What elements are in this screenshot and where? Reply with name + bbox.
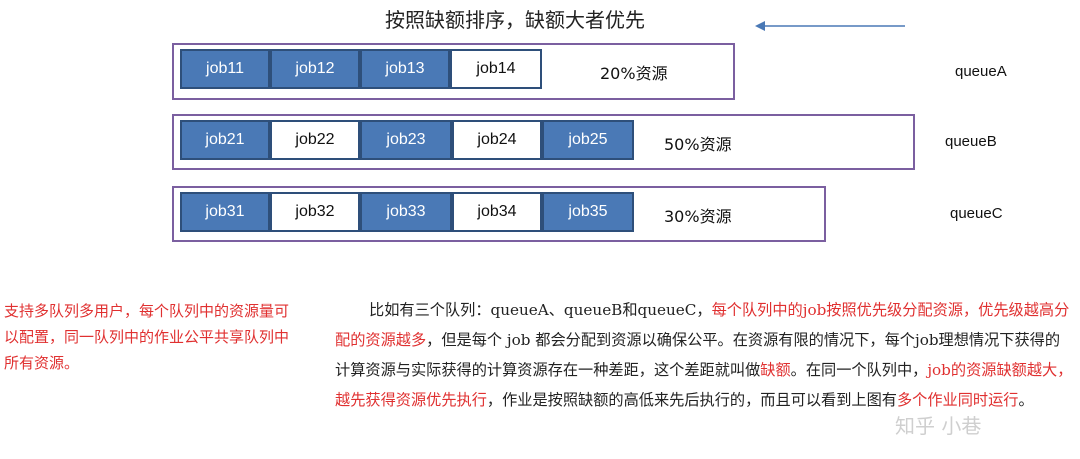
resource-share-label: 30%资源 bbox=[664, 207, 732, 226]
job-cell: job31 bbox=[180, 192, 270, 232]
job-cell: job13 bbox=[360, 49, 450, 89]
left-arrow-icon bbox=[755, 21, 905, 31]
job-cell: job12 bbox=[270, 49, 360, 89]
job-cell: job33 bbox=[360, 192, 452, 232]
side-note: 支持多队列多用户，每个队列中的资源量可以配置，同一队列中的作业公平共享队列中所有… bbox=[4, 302, 290, 372]
job-cell: job35 bbox=[542, 192, 634, 232]
queue-c-box: job31 job32 job33 job34 job35 30%资源 bbox=[172, 186, 826, 242]
queue-a-box: job11 job12 job13 job14 20%资源 bbox=[172, 43, 735, 100]
para-highlight: job的资源缺额越大，越先获得资源优先执行 bbox=[335, 361, 1073, 409]
queue-name-label: queueC bbox=[950, 205, 1003, 222]
job-cell: job24 bbox=[452, 120, 542, 160]
diagram-title: 按照缺额排序，缺额大者优先 bbox=[385, 8, 645, 32]
queue-name-label: queueB bbox=[945, 133, 997, 150]
job-cell: job11 bbox=[180, 49, 270, 89]
job-cell: job22 bbox=[270, 120, 360, 160]
resource-share-label: 50%资源 bbox=[664, 135, 732, 154]
job-cell: job23 bbox=[360, 120, 452, 160]
para-text: 。在同一个队列中， bbox=[790, 361, 928, 379]
watermark: 知乎 小巷 bbox=[895, 414, 982, 438]
job-cell: job14 bbox=[450, 49, 542, 89]
job-cell: job34 bbox=[452, 192, 542, 232]
para-text: 。 bbox=[1018, 391, 1034, 409]
job-cell: job25 bbox=[542, 120, 634, 160]
queue-b-box: job21 job22 job23 job24 job25 50%资源 bbox=[172, 114, 915, 170]
description-paragraph: 比如有三个队列：queueA、queueB和queueC，每个队列中的job按照… bbox=[335, 295, 1075, 415]
job-cell: job32 bbox=[270, 192, 360, 232]
resource-share-label: 20%资源 bbox=[600, 64, 668, 83]
para-highlight: 缺额 bbox=[760, 361, 791, 379]
para-text: 比如有三个队列：queueA、queueB和queueC， bbox=[369, 301, 712, 319]
para-highlight: 多个作业同时运行 bbox=[896, 391, 1019, 409]
job-cell: job21 bbox=[180, 120, 270, 160]
para-text: ，但是每个 job 都会分配到资源以确保公平。在资源有限的情况下，每个job理想… bbox=[335, 331, 1061, 379]
queue-name-label: queueA bbox=[955, 63, 1007, 80]
para-text: ，作业是按照缺额的高低来先后执行的，而且可以看到上图有 bbox=[486, 391, 897, 409]
para-highlight: 每个队列中的job按照优先级分配资源，优先级越高分配的资源越多 bbox=[335, 301, 1070, 349]
